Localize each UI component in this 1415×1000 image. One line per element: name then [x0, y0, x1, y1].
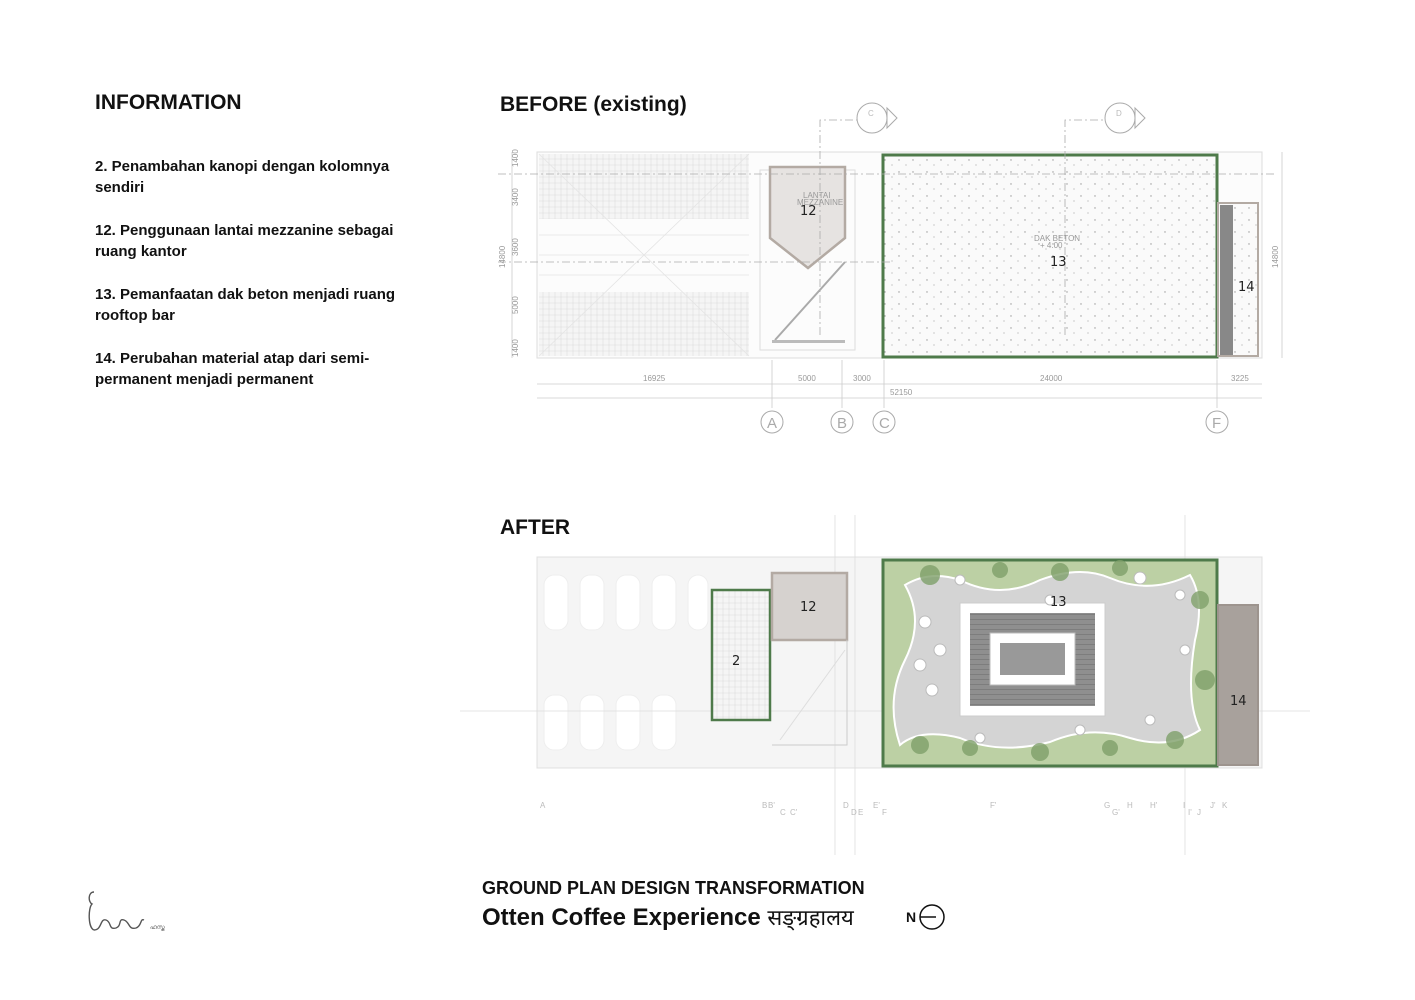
grid-marker: E': [873, 801, 880, 810]
north-arrow: N: [906, 903, 946, 931]
grid-marker: I: [1183, 801, 1185, 810]
grid-marker: G: [1104, 801, 1110, 810]
grid-marker: H': [1150, 801, 1158, 810]
dim-total: 52150: [890, 388, 913, 397]
permanent-roof-area: [1217, 604, 1259, 766]
section-marker-c: C: [868, 109, 874, 118]
info-item: 14. Perubahan material atap dari semi-pe…: [95, 350, 370, 388]
dim-label: 3600: [511, 238, 520, 256]
mezzanine-area: [768, 165, 847, 270]
grid-marker: B: [837, 415, 847, 432]
mezz-label: LANTAI: [803, 191, 830, 200]
dim-label: 5000: [511, 296, 520, 314]
info-item: 2. Penambahan kanopi dengan kolomnya sen…: [95, 158, 390, 196]
grid-marker: C: [780, 808, 786, 817]
dak-label: DAK BETON: [1034, 234, 1080, 243]
dim-label: 3225: [1231, 374, 1249, 383]
dim-total: 14800: [1271, 245, 1280, 268]
logo-mark-icon: [88, 891, 145, 931]
mezz-label: MEZZANINE: [797, 198, 843, 207]
after-title: AFTER: [500, 516, 570, 539]
drawing-subtitle: GROUND PLAN DESIGN TRANSFORMATION: [482, 878, 865, 898]
project-name: Otten Coffee Experience: [482, 904, 761, 931]
area-14-label: 14: [1238, 280, 1255, 295]
canopy-area: [710, 588, 772, 722]
area-14-label: 14: [1230, 694, 1247, 709]
dim-label: 1400: [511, 339, 520, 357]
dak-level: + 4.00: [1040, 241, 1063, 250]
info-item: 13. Pemanfaatan dak beton menjadi ruang …: [95, 286, 396, 324]
grid-marker: I': [1188, 808, 1192, 817]
area-12-label: 12: [800, 600, 817, 615]
grid-marker: J': [1210, 801, 1216, 810]
section-marker-d: D: [1116, 109, 1122, 118]
grid-marker: F: [882, 808, 887, 817]
before-plan: LANTAI MEZZANINE 12 DAK BETON + 4.00 13 …: [498, 102, 1283, 434]
area-13-label: 13: [1050, 255, 1067, 270]
dim-label: 3000: [853, 374, 871, 383]
dim-total: 14800: [498, 245, 507, 268]
grid-marker: D: [843, 801, 849, 810]
grid-marker: C: [879, 415, 890, 432]
roof-hatch: [539, 292, 749, 356]
logo: ഹസ്ത: [86, 888, 165, 932]
grid-marker: G': [1112, 808, 1120, 817]
grid-marker: E: [858, 808, 863, 817]
grid-marker: K: [1222, 801, 1228, 810]
info-title: INFORMATION: [95, 91, 242, 114]
area-12-label: 12: [800, 204, 817, 219]
grid-marker: F': [990, 801, 997, 810]
grid-marker: J: [1197, 808, 1201, 817]
grid-marker: C': [790, 808, 798, 817]
mezzanine-office: [770, 571, 849, 642]
roof-hatch: [539, 154, 749, 219]
grid-marker: A: [540, 801, 546, 810]
info-list: 2. Penambahan kanopi dengan kolomnya sen…: [95, 156, 405, 412]
dim-label: 5000: [798, 374, 816, 383]
north-arrow-icon: [919, 904, 945, 930]
concrete-slab-area: [881, 153, 1219, 359]
area-2-label: 2: [732, 654, 740, 669]
grid-marker: A: [767, 415, 777, 432]
grid-marker: F: [1212, 415, 1221, 432]
north-label: N: [906, 909, 917, 925]
grid-marker: H: [1127, 801, 1133, 810]
dim-label: 3400: [511, 188, 520, 206]
dim-label: 24000: [1040, 374, 1063, 383]
area-13-label: 13: [1050, 595, 1067, 610]
logo-text: ഹസ്ത: [150, 925, 165, 931]
grid-marker: D: [851, 808, 857, 817]
grid-marker: B': [768, 801, 775, 810]
dim-label: 1400: [511, 149, 520, 167]
grid-marker: B: [762, 801, 767, 810]
project-name-hindi: सङ्ग्रहालय: [767, 906, 854, 931]
dim-label: 16925: [643, 374, 666, 383]
info-item: 12. Penggunaan lantai mezzanine sebagai …: [95, 222, 394, 260]
drawing-title: Otten Coffee Experience सङ्ग्रहालय: [482, 902, 854, 932]
before-title: BEFORE (existing): [500, 93, 687, 116]
